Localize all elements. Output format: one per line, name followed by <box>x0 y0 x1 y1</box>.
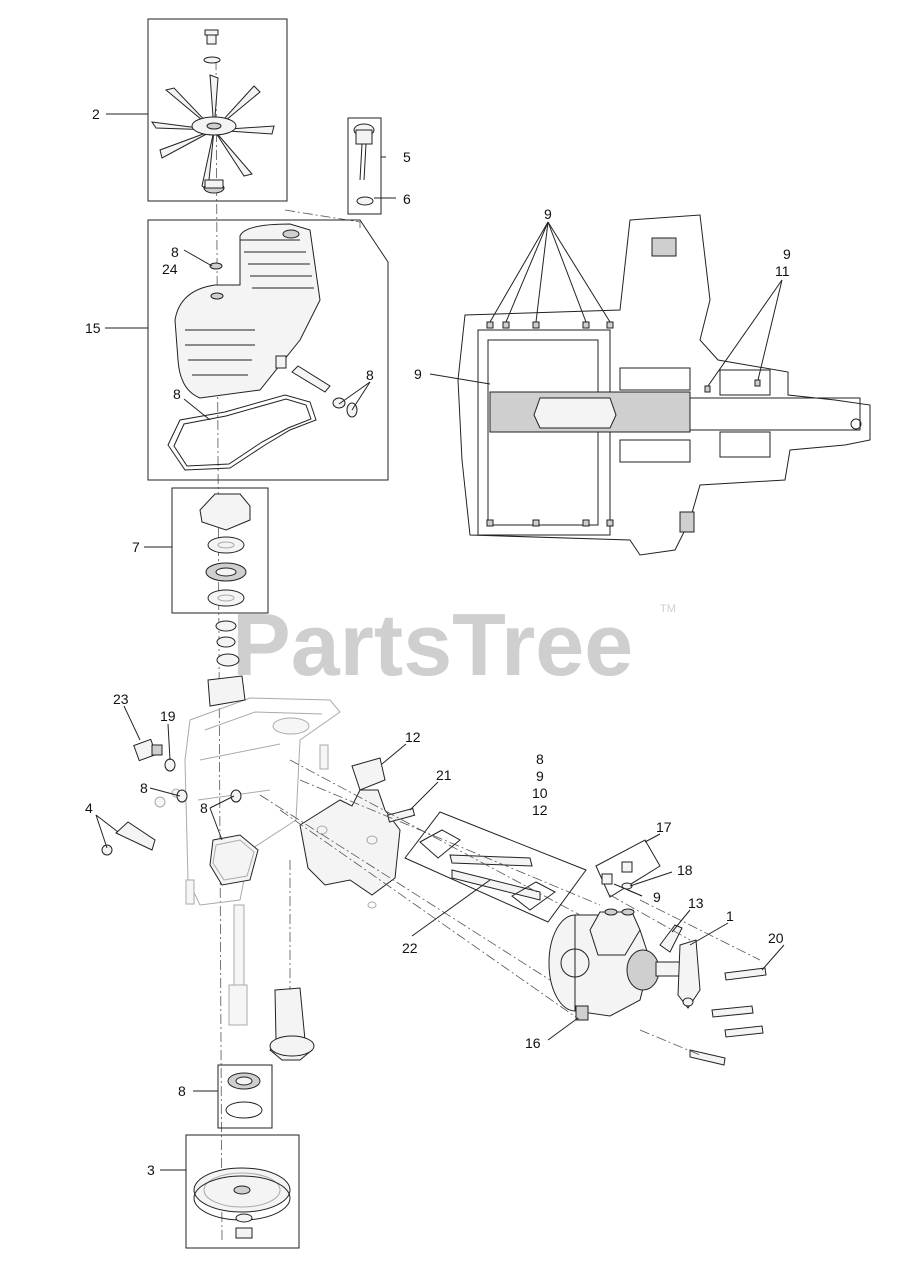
callout-16: 16 <box>525 1035 541 1051</box>
callout-8b: 8 <box>366 367 374 383</box>
callout-21: 21 <box>436 767 452 783</box>
lever-13 <box>659 924 683 953</box>
callout-12a: 12 <box>405 729 421 745</box>
seal-kit-box <box>404 811 587 923</box>
callout-8c: 8 <box>173 386 181 402</box>
bearing-group-box <box>171 487 269 614</box>
callout-3: 3 <box>147 1162 155 1178</box>
bypass-lever-4 <box>101 821 156 856</box>
fitting-17 <box>601 861 633 890</box>
lower-bearing-box <box>217 1064 273 1129</box>
hydraulic-motor-16 <box>548 908 685 1021</box>
fitting-17-box <box>595 839 661 898</box>
center-axis-line <box>215 59 223 1241</box>
callout-9a: 9 <box>544 206 552 222</box>
callout-8f: 8 <box>536 751 544 767</box>
dipstick <box>353 123 375 206</box>
callout-4: 4 <box>85 800 93 816</box>
callout-13: 13 <box>688 895 704 911</box>
callout-6: 6 <box>403 191 411 207</box>
callout-labels: 2 5 6 8 24 15 8 8 7 9 9 11 9 23 19 8 8 4… <box>85 106 791 1178</box>
callout-20: 20 <box>768 930 784 946</box>
washer-8e <box>230 789 242 803</box>
fitting-23 <box>133 738 176 772</box>
cross-section-view <box>457 214 871 556</box>
callout-8e: 8 <box>200 800 208 816</box>
callout-19: 19 <box>160 708 176 724</box>
seal-markers <box>486 321 761 527</box>
callout-24: 24 <box>162 261 178 277</box>
callout-22: 22 <box>402 940 418 956</box>
callout-8g: 8 <box>178 1083 186 1099</box>
callout-10: 10 <box>532 785 548 801</box>
pins-22 <box>449 854 541 901</box>
callout-8d: 8 <box>140 780 148 796</box>
pulley-group-box <box>185 1134 300 1249</box>
callout-15: 15 <box>85 320 101 336</box>
callout-18: 18 <box>677 862 693 878</box>
callout-5: 5 <box>403 149 411 165</box>
motor-bracket <box>299 757 416 909</box>
leader-lines <box>95 113 785 1171</box>
callout-17: 17 <box>656 819 672 835</box>
callout-12b: 12 <box>532 802 548 818</box>
lower-bearing <box>225 1072 263 1119</box>
callout-8a: 8 <box>171 244 179 260</box>
callout-9e: 9 <box>653 889 661 905</box>
watermark: PartsTree <box>232 595 633 694</box>
pulley-3 <box>193 1167 291 1239</box>
dipstick-axis-line <box>284 209 361 230</box>
callout-23: 23 <box>113 691 129 707</box>
transmission-case <box>154 620 341 1061</box>
thrust-bearing-set <box>199 493 251 607</box>
brake-arm-1 <box>677 939 701 1009</box>
callout-1: 1 <box>726 908 734 924</box>
washer-8d <box>176 789 188 803</box>
housing-cap <box>167 223 358 471</box>
callout-9c: 9 <box>414 366 422 382</box>
callout-9b: 9 <box>783 246 791 262</box>
bolts-20 <box>689 967 767 1066</box>
fan-assembly <box>150 29 275 194</box>
callout-9d: 9 <box>536 768 544 784</box>
callout-7: 7 <box>132 539 140 555</box>
callout-11: 11 <box>775 263 790 279</box>
callout-2: 2 <box>92 106 100 122</box>
dipstick-group-box <box>347 117 382 215</box>
housing-cap-group-box <box>147 219 389 481</box>
fan-group-box <box>147 18 288 202</box>
assembly-lines <box>259 759 761 1056</box>
watermark-trademark: TM <box>660 603 676 615</box>
